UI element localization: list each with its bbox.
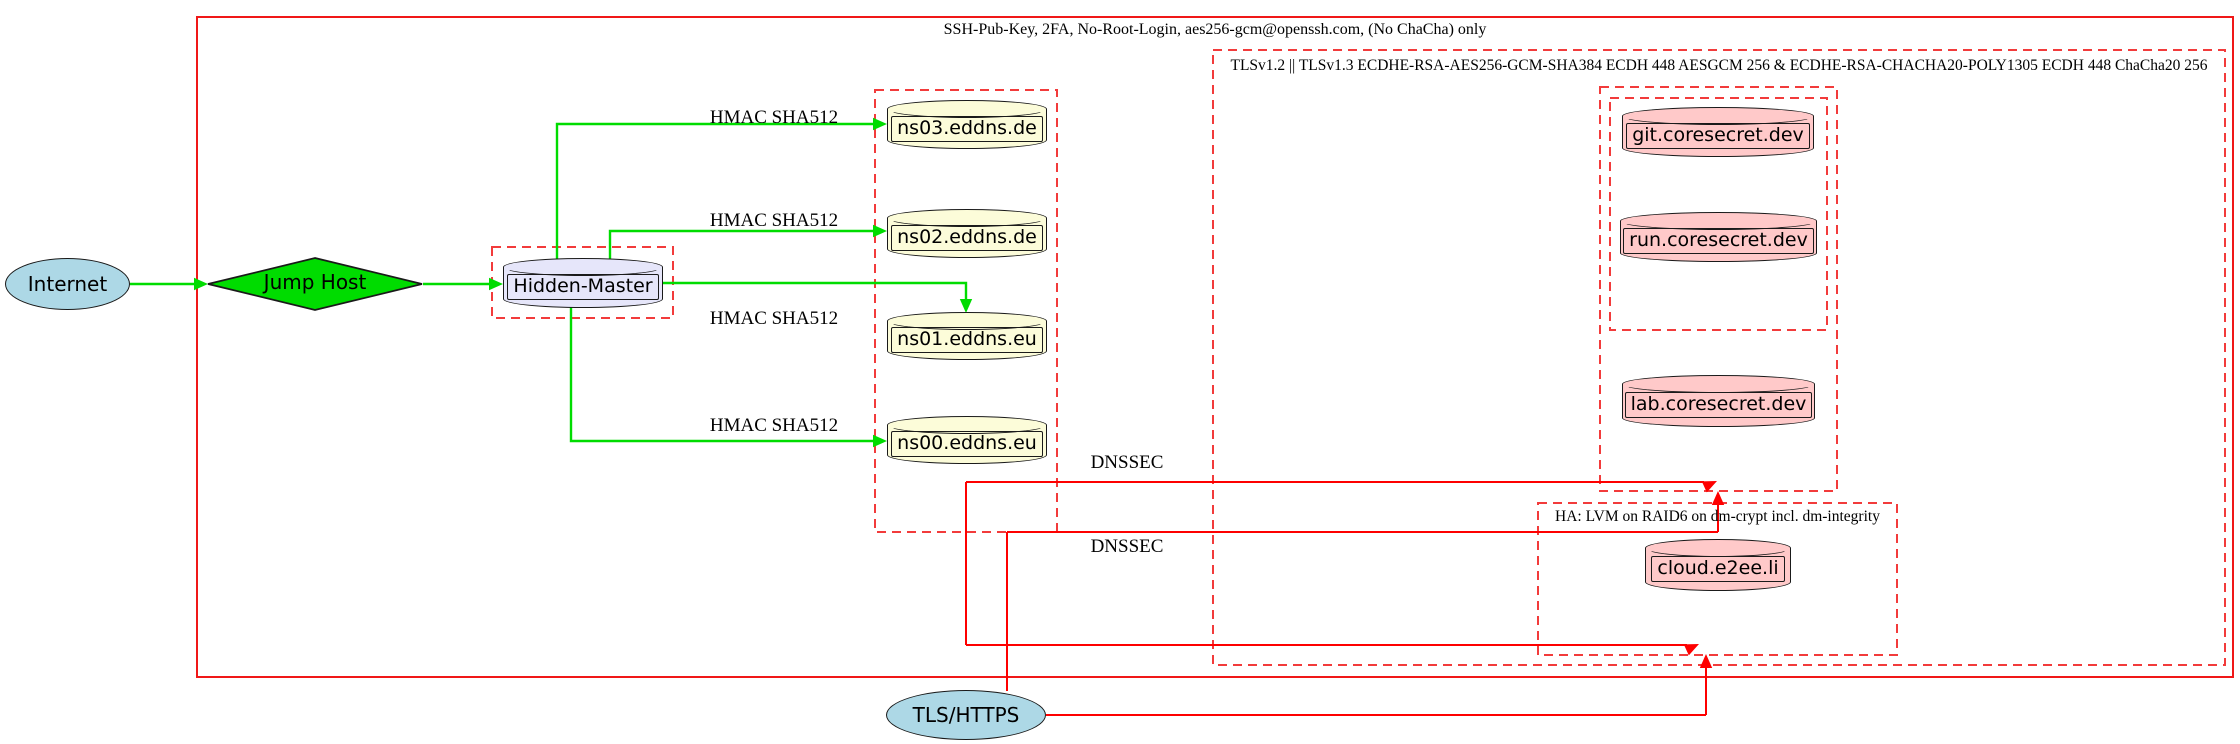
green-arrowheads — [194, 117, 973, 448]
red-arrowheads — [1683, 481, 1725, 668]
node-ns03: ns03.eddns.de — [887, 100, 1047, 149]
node-jump-host: Jump Host — [206, 256, 424, 312]
node-internet: Internet — [5, 258, 130, 310]
cluster-ha-label: HA: LVM on RAID6 on dm-crypt incl. dm-in… — [1555, 508, 1880, 525]
cluster-ha-box — [1537, 502, 1898, 656]
arrowhead-to-hiddenmaster — [489, 277, 503, 291]
arrowhead-to-ns03 — [873, 117, 887, 131]
edge-label-dnssec-2: DNSSEC — [1090, 536, 1164, 557]
node-git-label: git.coresecret.dev — [1626, 123, 1810, 149]
cluster-ssh-box — [196, 16, 2234, 678]
cluster-nameservers-box — [874, 89, 1058, 533]
arrowhead-tls-coresecret — [1711, 491, 1725, 505]
arrowhead-dnssec-e2ee — [1683, 644, 1699, 656]
edge-label-dnssec-1: DNSSEC — [1090, 452, 1164, 473]
node-tls-https-label: TLS/HTTPS — [912, 703, 1020, 727]
node-ns00-label: ns00.eddns.eu — [891, 431, 1043, 457]
cluster-tls-box — [1212, 49, 2226, 666]
cluster-borders — [196, 16, 2234, 678]
green-edges — [130, 122, 968, 443]
arrowhead-to-jumphost — [194, 277, 208, 291]
diamond-shape — [207, 257, 423, 311]
node-hidden-master-label: Hidden-Master — [507, 274, 659, 300]
node-cloud-label: cloud.e2ee.li — [1651, 556, 1785, 582]
edge-label-hmac-2: HMAC SHA512 — [709, 210, 839, 231]
node-ns01: ns01.eddns.eu — [887, 312, 1047, 360]
node-run-coresecret: run.coresecret.dev — [1620, 212, 1817, 262]
cluster-tls-label: TLSv1.2 || TLSv1.3 ECDHE-RSA-AES256-GCM-… — [1230, 57, 2208, 74]
node-ns02: ns02.eddns.de — [887, 209, 1047, 258]
node-run-label: run.coresecret.dev — [1623, 228, 1814, 254]
edge-label-hmac-3: HMAC SHA512 — [709, 308, 839, 329]
edge-hm-ns00 — [569, 307, 875, 443]
node-ns00: ns00.eddns.eu — [887, 416, 1047, 464]
edge-label-hmac-4: HMAC SHA512 — [709, 415, 839, 436]
arrowhead-to-ns00 — [873, 434, 887, 448]
node-ns01-label: ns01.eddns.eu — [891, 327, 1043, 353]
arrowhead-tls-e2ee — [1699, 654, 1713, 668]
node-lab-label: lab.coresecret.dev — [1624, 392, 1813, 418]
edge-label-hmac-1: HMAC SHA512 — [709, 107, 839, 128]
arrowhead-dnssec-coresecret — [1701, 481, 1717, 493]
node-ns02-label: ns02.eddns.de — [891, 224, 1043, 251]
arrowhead-to-ns02 — [873, 224, 887, 238]
cluster-coresecret-outer-box — [1599, 86, 1838, 492]
node-tls-https: TLS/HTTPS — [886, 690, 1046, 740]
node-git-coresecret: git.coresecret.dev — [1622, 107, 1814, 157]
cluster-ssh-label: SSH-Pub-Key, 2FA, No-Root-Login, aes256-… — [943, 21, 1487, 38]
node-cloud-e2ee: cloud.e2ee.li — [1645, 539, 1791, 591]
edge-hm-ns03 — [555, 122, 875, 259]
node-internet-label: Internet — [27, 272, 108, 296]
edge-hm-ns01 — [663, 281, 968, 301]
node-hidden-master: Hidden-Master — [503, 258, 663, 308]
arrowhead-to-ns01 — [959, 299, 973, 313]
red-edges — [965, 481, 1719, 716]
node-jump-host-label: Jump Host — [263, 270, 367, 294]
node-ns03-label: ns03.eddns.de — [891, 115, 1043, 142]
cluster-coresecret-inner-box — [1609, 97, 1828, 331]
node-lab-coresecret: lab.coresecret.dev — [1622, 375, 1815, 427]
edge-hm-ns02 — [608, 229, 875, 259]
